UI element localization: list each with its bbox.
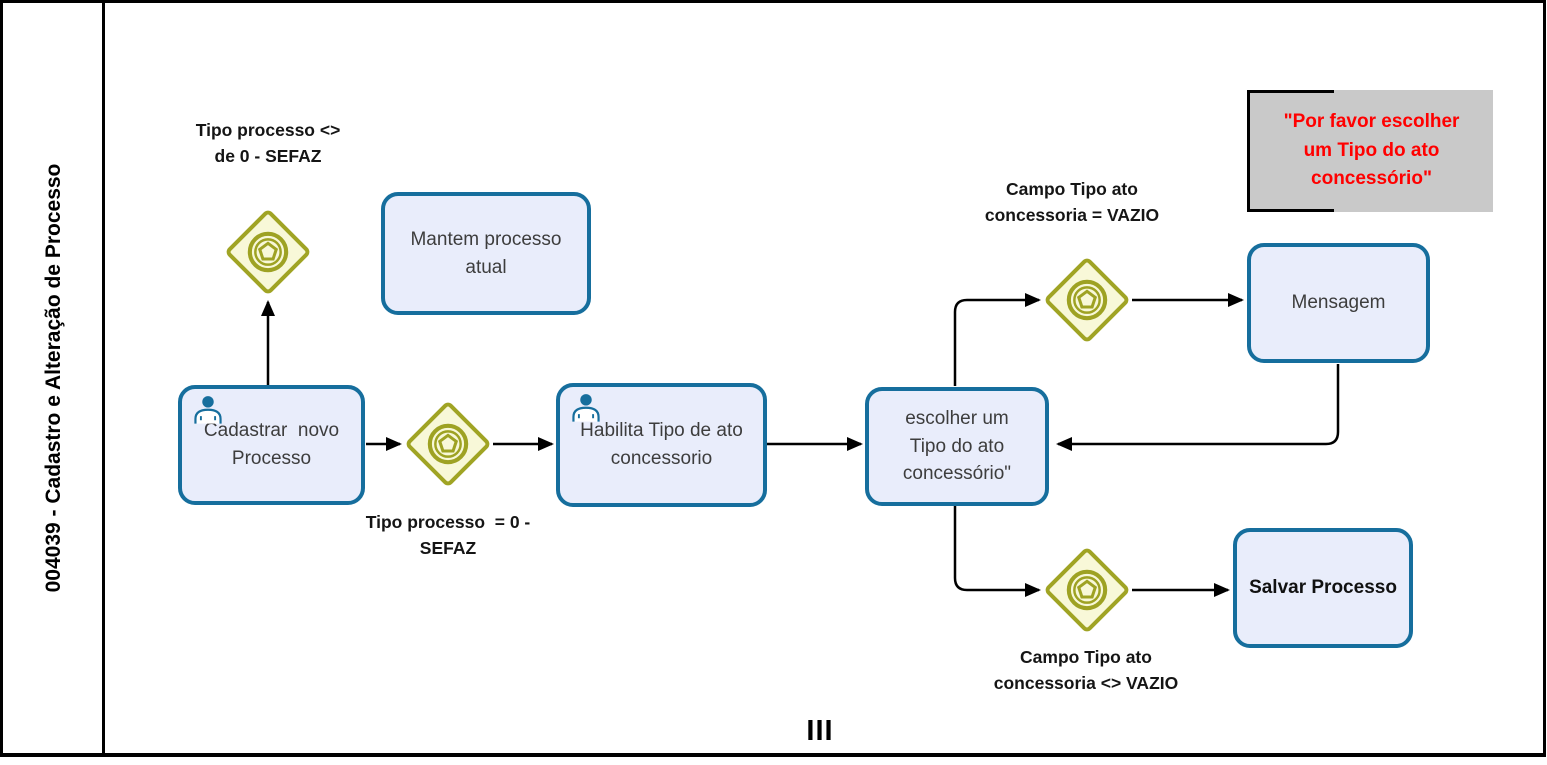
event-gateway-icon (1066, 569, 1108, 611)
event-gateway-icon (427, 423, 469, 465)
task-label: Mensagem (1291, 292, 1386, 314)
task-label: Habilita Tipo de ato concessorio (580, 420, 743, 469)
task-label: Salvar Processo (1249, 577, 1397, 599)
task-label: Mantem processo atual (410, 228, 562, 278)
label-campo-nao-vazio: Campo Tipo ato concessoria <> VAZIO (993, 647, 1179, 694)
gateway-campo-vazio[interactable] (1043, 256, 1131, 344)
annotation-text: "Por favor escolher um Tipo do ato conce… (1283, 111, 1460, 190)
task-salvar-processo[interactable]: Salvar Processo (1233, 528, 1413, 648)
task-escolher-tipo-ato[interactable]: escolher um Tipo do ato concessório" (865, 387, 1049, 506)
user-icon (194, 396, 222, 424)
annotation-por-favor-escolher[interactable]: "Por favor escolher um Tipo do ato conce… (1247, 90, 1493, 212)
task-cadastrar-novo-processo[interactable]: Cadastrar novo Processo (178, 385, 365, 505)
label-campo-vazio: Campo Tipo ato concessoria = VAZIO (984, 179, 1160, 226)
event-gateway-icon (1066, 279, 1108, 321)
flow-escolher-to-gateway-nao-vazio (953, 506, 1041, 597)
gateway-tipo-processo-top[interactable] (224, 208, 312, 296)
task-label: escolher um Tipo do ato concessório" (902, 408, 1012, 485)
pool-marker: III (806, 715, 834, 747)
gateway-campo-nao-vazio[interactable] (1043, 546, 1131, 634)
gateway-tipo-processo-main[interactable] (404, 400, 492, 488)
task-habilita-tipo-ato[interactable]: Habilita Tipo de ato concessorio (556, 383, 767, 507)
flow-mensagem-to-escolher (1056, 364, 1340, 451)
task-label: Cadastrar novo Processo (203, 420, 340, 469)
label-tipo-processo-igual: Tipo processo = 0 - SEFAZ (365, 512, 531, 559)
lane-divider (102, 3, 105, 753)
flow-escolher-to-gateway-vazio (953, 293, 1041, 386)
user-icon (572, 394, 600, 422)
event-gateway-icon (247, 231, 289, 273)
label-tipo-processo-diferente: Tipo processo <> de 0 - SEFAZ (195, 120, 341, 167)
task-mensagem[interactable]: Mensagem (1247, 243, 1430, 363)
task-mantem-processo[interactable]: Mantem processo atual (381, 192, 591, 315)
